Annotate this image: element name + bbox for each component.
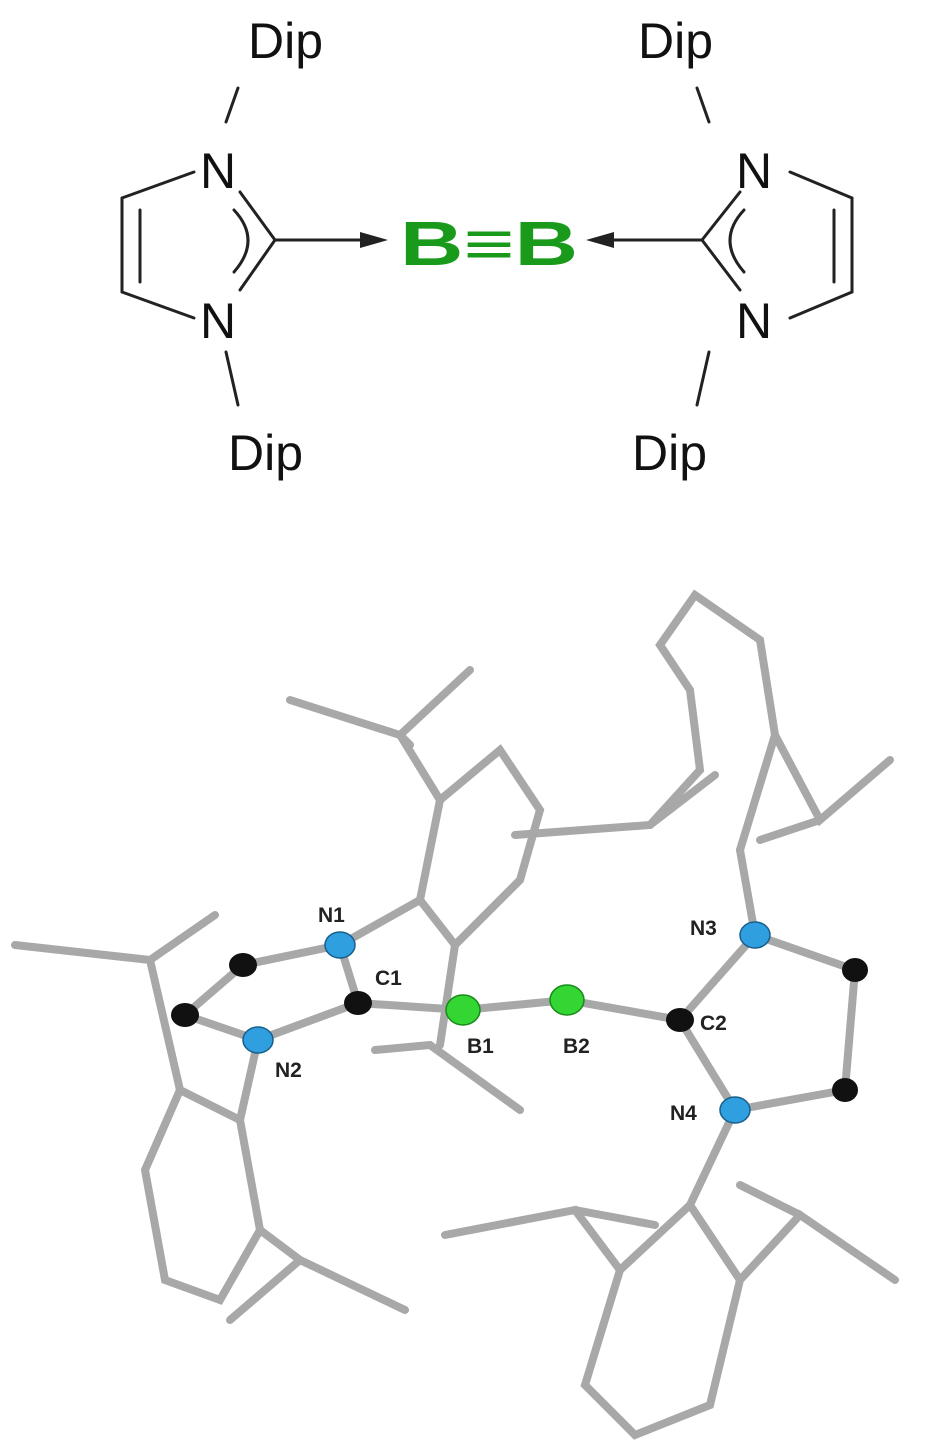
- label-n3: N3: [690, 917, 717, 940]
- arrow-head-icon: [586, 232, 614, 248]
- carbon-atom-c1: [344, 991, 372, 1015]
- lewis-structure: Dip Dip Dip Dip N N N N: [120, 13, 854, 481]
- carbon-atom: [229, 953, 257, 977]
- boron-atom-b1: [445, 994, 481, 1026]
- label-b1: B1: [467, 1035, 494, 1058]
- carbon-atom: [171, 1003, 199, 1027]
- right-imidazole-ring: [586, 86, 854, 407]
- label-b2: B2: [563, 1035, 590, 1058]
- crystal-structure: N1 C1 N2 B1 B2 C2 N3 N4: [11, 589, 899, 1440]
- carbon-atom: [842, 958, 868, 982]
- atoms: [171, 921, 868, 1124]
- label-c2: C2: [700, 1012, 727, 1035]
- dip-label-bottom-left: Dip: [228, 425, 303, 481]
- dip-label-bottom-right: Dip: [632, 425, 707, 481]
- label-n4: N4: [670, 1102, 697, 1125]
- label-c1: C1: [375, 967, 402, 990]
- boron-atom-b2: [549, 984, 585, 1016]
- nitrogen-atom-n3: [739, 921, 771, 949]
- label-n1: N1: [318, 904, 345, 927]
- dip-label-top-left: Dip: [248, 13, 323, 69]
- nitrogen-atom-n2: [242, 1026, 274, 1054]
- atom-labels: N1 C1 N2 B1 B2 C2 N3 N4: [275, 904, 727, 1125]
- nitrogen-atom-n1: [324, 931, 356, 959]
- nitrogen-label: N: [736, 143, 772, 199]
- left-imidazole-ring: [120, 86, 388, 407]
- nitrogen-label: N: [200, 293, 236, 349]
- dip-label-top-right: Dip: [638, 13, 713, 69]
- nitrogen-atom-n4: [719, 1096, 751, 1124]
- carbon-atom-c2: [666, 1008, 694, 1032]
- label-n2: N2: [275, 1059, 302, 1082]
- dip-sticks: [11, 589, 899, 1440]
- carbon-atom: [832, 1078, 858, 1102]
- nitrogen-label: N: [736, 293, 772, 349]
- arrow-head-icon: [360, 232, 388, 248]
- boron-boron-triple-bond: B≡B: [400, 210, 578, 279]
- nitrogen-label: N: [200, 143, 236, 199]
